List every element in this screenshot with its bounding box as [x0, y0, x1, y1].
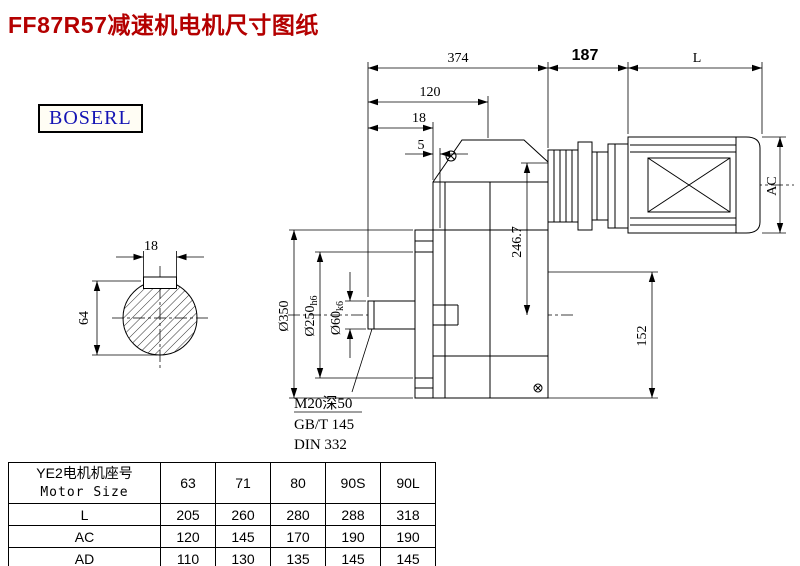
dim-L-label: L [693, 51, 702, 66]
motor-size-table: YE2电机机座号 Motor Size 63 71 80 90S 90L L 2… [8, 462, 436, 566]
table-cell: 260 [215, 503, 271, 526]
table-cell: 280 [270, 503, 326, 526]
note-din: DIN 332 [294, 437, 347, 453]
table-cell: 145 [215, 525, 271, 548]
size-column-71: 71 [215, 462, 271, 504]
technical-drawing: 18 64 [77, 47, 794, 453]
table-cell: 120 [160, 525, 216, 548]
dim-key-width-label: 18 [144, 239, 158, 254]
row-label: AC [8, 525, 161, 548]
dim-187-label: 187 [572, 47, 599, 64]
table-cell: 135 [270, 547, 326, 566]
dim-5-label: 5 [418, 138, 425, 153]
header-en: Motor Size [40, 485, 129, 500]
row-label: AD [8, 547, 161, 566]
dia-250-tolerance: h6 [309, 295, 320, 305]
size-column-90S: 90S [325, 462, 381, 504]
size-column-80: 80 [270, 462, 326, 504]
table-cell: 145 [325, 547, 381, 566]
table-header-row: YE2电机机座号 Motor Size 63 71 80 90S 90L [8, 462, 436, 504]
dia-350-label: Ø350 [277, 300, 292, 331]
size-column-90L: 90L [380, 462, 436, 504]
table-cell: 190 [380, 525, 436, 548]
row-label: L [8, 503, 161, 526]
brand-logo: BOSERL [38, 104, 143, 133]
table-cell: 190 [325, 525, 381, 548]
dim-18-label: 18 [412, 111, 426, 126]
dim-246-7-label: 246.7 [510, 226, 525, 258]
table-row-AC: AC 120 145 170 190 190 [8, 525, 436, 548]
table-cell: 130 [215, 547, 271, 566]
table-cell: 110 [160, 547, 216, 566]
note-thread: M20深50 [294, 395, 352, 412]
dia-60-tolerance: k6 [335, 301, 346, 311]
page-title: FF87R57减速机电机尺寸图纸 [8, 12, 319, 38]
dim-374-label: 374 [448, 51, 469, 66]
table-row-L: L 205 260 280 288 318 [8, 503, 436, 526]
shaft-section-view [112, 266, 210, 370]
dim-152-label: 152 [635, 326, 650, 347]
header-motor-size-cell: YE2电机机座号 Motor Size [8, 462, 161, 504]
table-cell: 288 [325, 503, 381, 526]
dia-250-label: Ø250h6 [303, 295, 320, 336]
dim-AC-label: AC [765, 176, 780, 195]
dia-60-value: Ø60 [329, 311, 344, 335]
table-row-AD: AD 110 130 135 145 145 [8, 547, 436, 566]
table-cell: 205 [160, 503, 216, 526]
note-gbt: GB/T 145 [294, 417, 354, 433]
dim-shaft-64-label: 64 [77, 311, 92, 325]
dim-120-label: 120 [420, 85, 441, 100]
table-cell: 170 [270, 525, 326, 548]
table-cell: 318 [380, 503, 436, 526]
main-assembly-view [288, 136, 794, 399]
main-dimensions [289, 62, 786, 413]
size-column-63: 63 [160, 462, 216, 504]
table-cell: 145 [380, 547, 436, 566]
dia-60-label: Ø60k6 [329, 301, 346, 335]
shaft-section-dimensions [92, 251, 204, 356]
dia-250-value: Ø250 [303, 305, 318, 336]
header-cn: YE2电机机座号 [36, 465, 133, 481]
